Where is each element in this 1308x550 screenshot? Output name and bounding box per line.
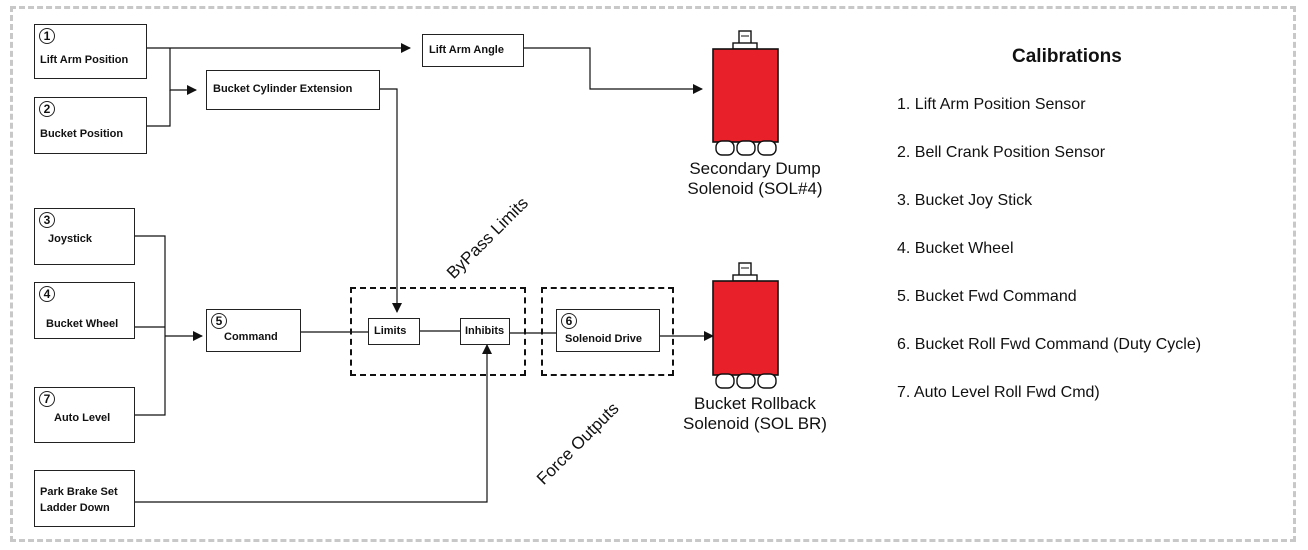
calibration-item: 4. Bucket Wheel: [897, 240, 1014, 257]
calibration-item: 1. Lift Arm Position Sensor: [897, 96, 1086, 113]
badge-7: 7: [39, 391, 55, 407]
inhibits-box: Inhibits: [460, 318, 510, 345]
input-lift-arm-position: 1 Lift Arm Position: [34, 24, 147, 79]
inhibits-label: Inhibits: [465, 325, 505, 337]
command-box: 5 Command: [206, 309, 301, 352]
badge-5: 5: [211, 313, 227, 329]
force-outputs-group: [541, 287, 674, 376]
input-label: Lift Arm Position: [40, 54, 129, 66]
secondary-dump-line1: Secondary Dump: [689, 159, 821, 178]
lift-arm-angle-label: Lift Arm Angle: [429, 44, 504, 56]
calibration-item: 2. Bell Crank Position Sensor: [897, 144, 1106, 161]
secondary-dump-solenoid: [712, 30, 779, 156]
wire-parkbrake-to-inhibits: [135, 344, 492, 503]
input-label: Auto Level: [54, 412, 111, 424]
calibration-item: 7. Auto Level Roll Fwd Cmd): [897, 384, 1100, 401]
badge-1: 1: [39, 28, 55, 44]
wire-liftarm-to-bce: [169, 48, 197, 95]
limits-label: Limits: [374, 325, 407, 337]
bucket-rollback-line1: Bucket Rollback: [694, 394, 816, 413]
diagram-frame: [10, 6, 1296, 542]
bucket-rollback-solenoid: [712, 262, 779, 389]
calibration-item: 5. Bucket Fwd Command: [897, 288, 1077, 305]
calibration-item: 6. Bucket Roll Fwd Command (Duty Cycle): [897, 336, 1202, 353]
input-joystick: 3 Joystick: [34, 208, 135, 265]
wire-bucketpos-to-bce: [147, 90, 171, 127]
input-auto-level: 7 Auto Level: [34, 387, 135, 443]
bucket-cylinder-extension-box: Bucket Cylinder Extension: [206, 70, 380, 110]
limits-box: Limits: [368, 318, 420, 345]
input-label: Joystick: [48, 233, 93, 245]
bucket-cylinder-extension-label: Bucket Cylinder Extension: [213, 83, 353, 95]
bypass-limits-group: [350, 287, 526, 376]
input-bucket-wheel: 4 Bucket Wheel: [34, 282, 135, 339]
input-label: Bucket Wheel: [46, 318, 119, 330]
wire-joystick: [134, 235, 166, 416]
solenoid-drive-box: 6 Solenoid Drive: [556, 309, 660, 352]
park-brake-line2: Ladder Down: [40, 502, 110, 514]
calibrations-title: Calibrations: [1012, 46, 1122, 67]
secondary-dump-line2: Solenoid (SOL#4): [687, 179, 823, 198]
bucket-rollback-label: Bucket Rollback Solenoid (SOL BR): [655, 394, 855, 434]
calibration-item: 3. Bucket Joy Stick: [897, 192, 1033, 209]
park-brake-line1: Park Brake Set: [40, 486, 118, 498]
solenoid-drive-label: Solenoid Drive: [565, 333, 643, 345]
lift-arm-angle-box: Lift Arm Angle: [422, 34, 524, 67]
badge-2: 2: [39, 101, 55, 117]
input-park-brake: Park Brake Set Ladder Down: [34, 470, 135, 527]
badge-4: 4: [39, 286, 55, 302]
badge-3: 3: [39, 212, 55, 228]
command-label: Command: [224, 331, 278, 343]
input-label: Bucket Position: [40, 128, 124, 140]
secondary-dump-label: Secondary Dump Solenoid (SOL#4): [655, 159, 855, 199]
badge-6: 6: [561, 313, 577, 329]
input-bucket-position: 2 Bucket Position: [34, 97, 147, 154]
wire-angle-to-dump: [524, 47, 703, 94]
bucket-rollback-line2: Solenoid (SOL BR): [683, 414, 827, 433]
wire-bce-to-limits: [380, 88, 402, 313]
